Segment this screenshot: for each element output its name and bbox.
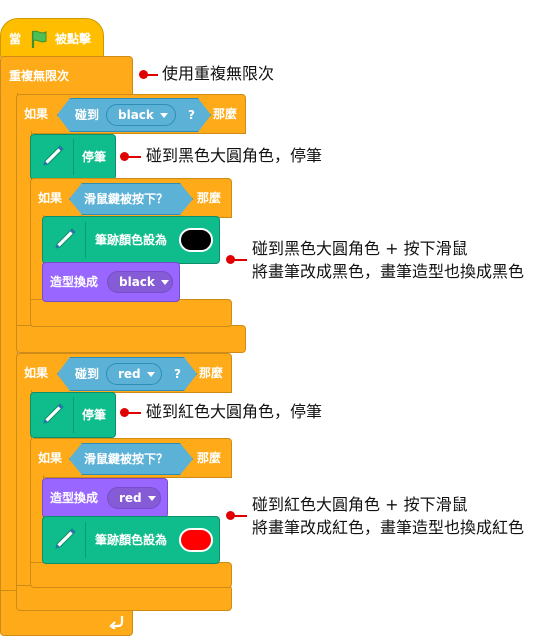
if-touching-red-bottom xyxy=(16,585,232,611)
then-label: 那麼 xyxy=(197,451,222,465)
set-pen-color-label: 筆跡顏色設為 xyxy=(95,233,168,247)
question-mark: ? xyxy=(174,367,181,381)
annotation-dot xyxy=(139,70,148,79)
mouse-down-condition[interactable]: 滑鼠鍵被按下？ xyxy=(69,443,193,475)
if-touching-black-bottom xyxy=(16,325,246,353)
loop-arrow-icon xyxy=(109,616,124,629)
if-label: 如果 xyxy=(38,191,63,205)
annotation-dot xyxy=(120,152,129,161)
touching-label: 碰到 xyxy=(75,108,100,122)
pen-up-block-2[interactable]: 停筆 xyxy=(30,392,116,438)
set-pen-color-label: 筆跡顏色設為 xyxy=(95,533,168,547)
touching-red-condition[interactable]: 碰到 red ? xyxy=(57,357,197,391)
pen-up-block-1[interactable]: 停筆 xyxy=(30,134,116,180)
switch-costume-red-block[interactable]: 造型換成 red xyxy=(42,478,168,518)
costume-dropdown-black[interactable]: black xyxy=(107,271,173,293)
touching-red-dropdown[interactable]: red xyxy=(106,363,162,385)
pen-icon xyxy=(43,145,64,166)
pen-icon xyxy=(55,228,76,249)
mouse-down-condition[interactable]: 滑鼠鍵被按下？ xyxy=(69,183,193,215)
green-flag-icon xyxy=(31,30,47,48)
if-touching-red-block[interactable]: 如果 碰到 red ? 那麼 xyxy=(16,353,232,393)
annotation-dot xyxy=(226,511,235,520)
chevron-down-icon xyxy=(160,279,169,285)
annotation-red-line1: 碰到紅色大圓角色 + 按下滑鼠 xyxy=(252,495,468,514)
then-label: 那麼 xyxy=(213,107,238,121)
chevron-down-icon xyxy=(147,372,155,377)
set-pen-color-black-block[interactable]: 筆跡顏色設為 xyxy=(42,216,220,264)
annotation-pen-up-black: 碰到黑色大圓角色，停筆 xyxy=(146,146,323,165)
annotation-dot xyxy=(120,408,129,417)
touching-black-dropdown[interactable]: black xyxy=(106,104,176,126)
annotation-line xyxy=(127,156,141,158)
pen-color-swatch-black[interactable] xyxy=(179,228,213,252)
pen-color-swatch-red[interactable] xyxy=(179,528,213,552)
annotation-red-line2: 將畫筆改成紅色，畫筆造型也換成紅色 xyxy=(252,518,525,537)
annotation-line xyxy=(233,515,247,517)
pen-icon xyxy=(55,528,76,549)
if-label: 如果 xyxy=(38,451,63,465)
annotation-pen-up-red: 碰到紅色大圓角色，停筆 xyxy=(146,402,323,421)
mouse-down-label: 滑鼠鍵被按下？ xyxy=(84,452,169,466)
set-pen-color-red-block[interactable]: 筆跡顏色設為 xyxy=(42,516,220,564)
when-flag-clicked-block[interactable]: 當 被點擊 xyxy=(0,18,104,60)
annotation-black-line1: 碰到黑色大圓角色 + 按下滑鼠 xyxy=(252,239,468,258)
if-label: 如果 xyxy=(24,366,49,380)
annotation-line xyxy=(146,74,158,76)
chevron-down-icon xyxy=(160,113,168,118)
if-mouse-down-block-1[interactable]: 如果 滑鼠鍵被按下？ 那麼 xyxy=(30,178,232,218)
switch-costume-black-block[interactable]: 造型換成 black xyxy=(42,262,180,302)
block-divider xyxy=(73,139,74,175)
block-divider xyxy=(85,222,86,258)
when-flag-suffix: 被點擊 xyxy=(55,32,92,46)
if-touching-black-block[interactable]: 如果 碰到 black ? 那麼 xyxy=(16,94,246,134)
costume-dropdown-red[interactable]: red xyxy=(107,487,161,509)
question-mark: ? xyxy=(188,108,195,122)
then-label: 那麼 xyxy=(197,191,222,205)
forever-label: 重複無限次 xyxy=(9,69,70,83)
pen-up-label: 停筆 xyxy=(82,150,107,164)
if-mouse-down-bottom-2 xyxy=(30,562,232,588)
if-mouse-down-bottom-1 xyxy=(30,299,232,327)
annotation-line xyxy=(233,259,247,261)
annotation-black-line2: 將畫筆改成黑色，畫筆造型也換成黑色 xyxy=(252,262,525,281)
then-label: 那麼 xyxy=(199,366,224,380)
chevron-down-icon xyxy=(147,495,156,501)
touching-label: 碰到 xyxy=(75,367,100,381)
block-divider xyxy=(85,522,86,558)
switch-costume-label: 造型換成 xyxy=(50,275,99,289)
touching-black-condition[interactable]: 碰到 black ? xyxy=(57,98,211,132)
annotation-forever: 使用重複無限次 xyxy=(162,64,275,83)
forever-block[interactable]: 重複無限次 xyxy=(0,56,133,96)
if-mouse-down-block-2[interactable]: 如果 滑鼠鍵被按下？ 那麼 xyxy=(30,438,232,478)
block-divider xyxy=(73,397,74,433)
if-label: 如果 xyxy=(24,107,49,121)
pen-icon xyxy=(43,403,64,424)
switch-costume-label: 造型換成 xyxy=(50,491,99,505)
mouse-down-label: 滑鼠鍵被按下？ xyxy=(84,192,169,206)
annotation-line xyxy=(127,412,141,414)
when-flag-prefix: 當 xyxy=(9,32,22,46)
pen-up-label: 停筆 xyxy=(82,408,107,422)
annotation-dot xyxy=(226,255,235,264)
